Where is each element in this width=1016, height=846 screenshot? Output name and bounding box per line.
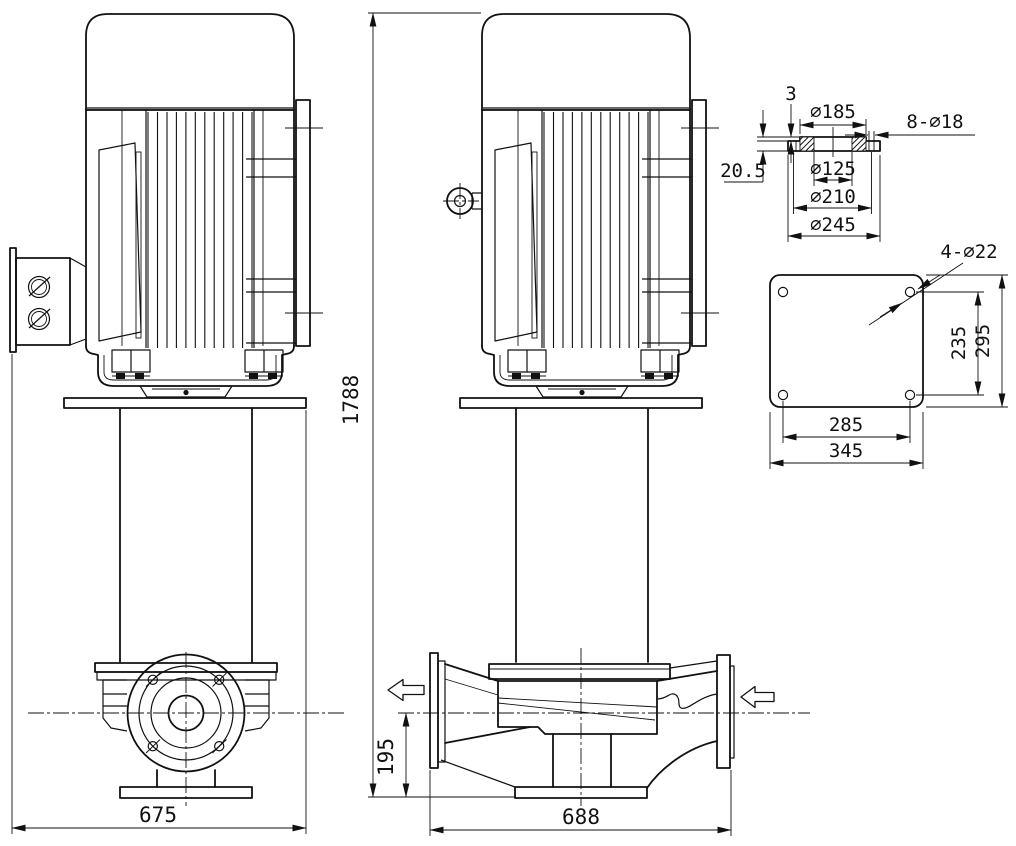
cable-gland-icon (27, 307, 51, 331)
dim-flange-thickness: 20.5 (720, 160, 766, 182)
front-view (9, 13, 344, 806)
flange-detail: 3 20.5 ⌀185 8-⌀18 ⌀125 ⌀210 ⌀245 (720, 83, 975, 242)
dim-flange-step: 3 (785, 83, 796, 105)
terminal-box (9, 247, 87, 353)
flow-arrow-out-icon (387, 678, 425, 702)
dim-base-width: 345 (829, 440, 863, 462)
dim-inlet-height: 195 (374, 738, 398, 776)
dim-hole-pitch-h: 285 (829, 414, 863, 436)
dim-total-height: 1788 (339, 375, 363, 426)
dim-side-width: 688 (562, 805, 600, 829)
dim-bolt-holes: 8-⌀18 (906, 111, 963, 133)
dim-bore-dia: ⌀125 (810, 158, 856, 180)
base-plate-detail: 4-⌀22 235 295 285 345 (769, 241, 1008, 469)
pump-side (429, 652, 735, 799)
pump-front (94, 653, 278, 799)
lifting-eye (443, 183, 482, 219)
flange-bolt-holes (145, 672, 227, 754)
dim-flange-od: ⌀245 (810, 214, 856, 236)
dim-bolt-circle-dia: ⌀210 (810, 186, 856, 208)
motor-side (459, 13, 720, 663)
motor-front (63, 13, 324, 663)
dim-hole-pitch-v: 235 (948, 326, 970, 360)
dimensions-main: 675 1788 195 688 (11, 12, 732, 836)
dim-front-width: 675 (139, 803, 177, 827)
flow-arrow-in-icon (740, 685, 775, 709)
cable-gland-icon (27, 275, 51, 299)
dim-base-holes: 4-⌀22 (940, 241, 997, 263)
dim-base-depth: 295 (972, 324, 994, 358)
side-view (387, 13, 810, 806)
dim-raised-face-dia: ⌀185 (810, 101, 856, 123)
